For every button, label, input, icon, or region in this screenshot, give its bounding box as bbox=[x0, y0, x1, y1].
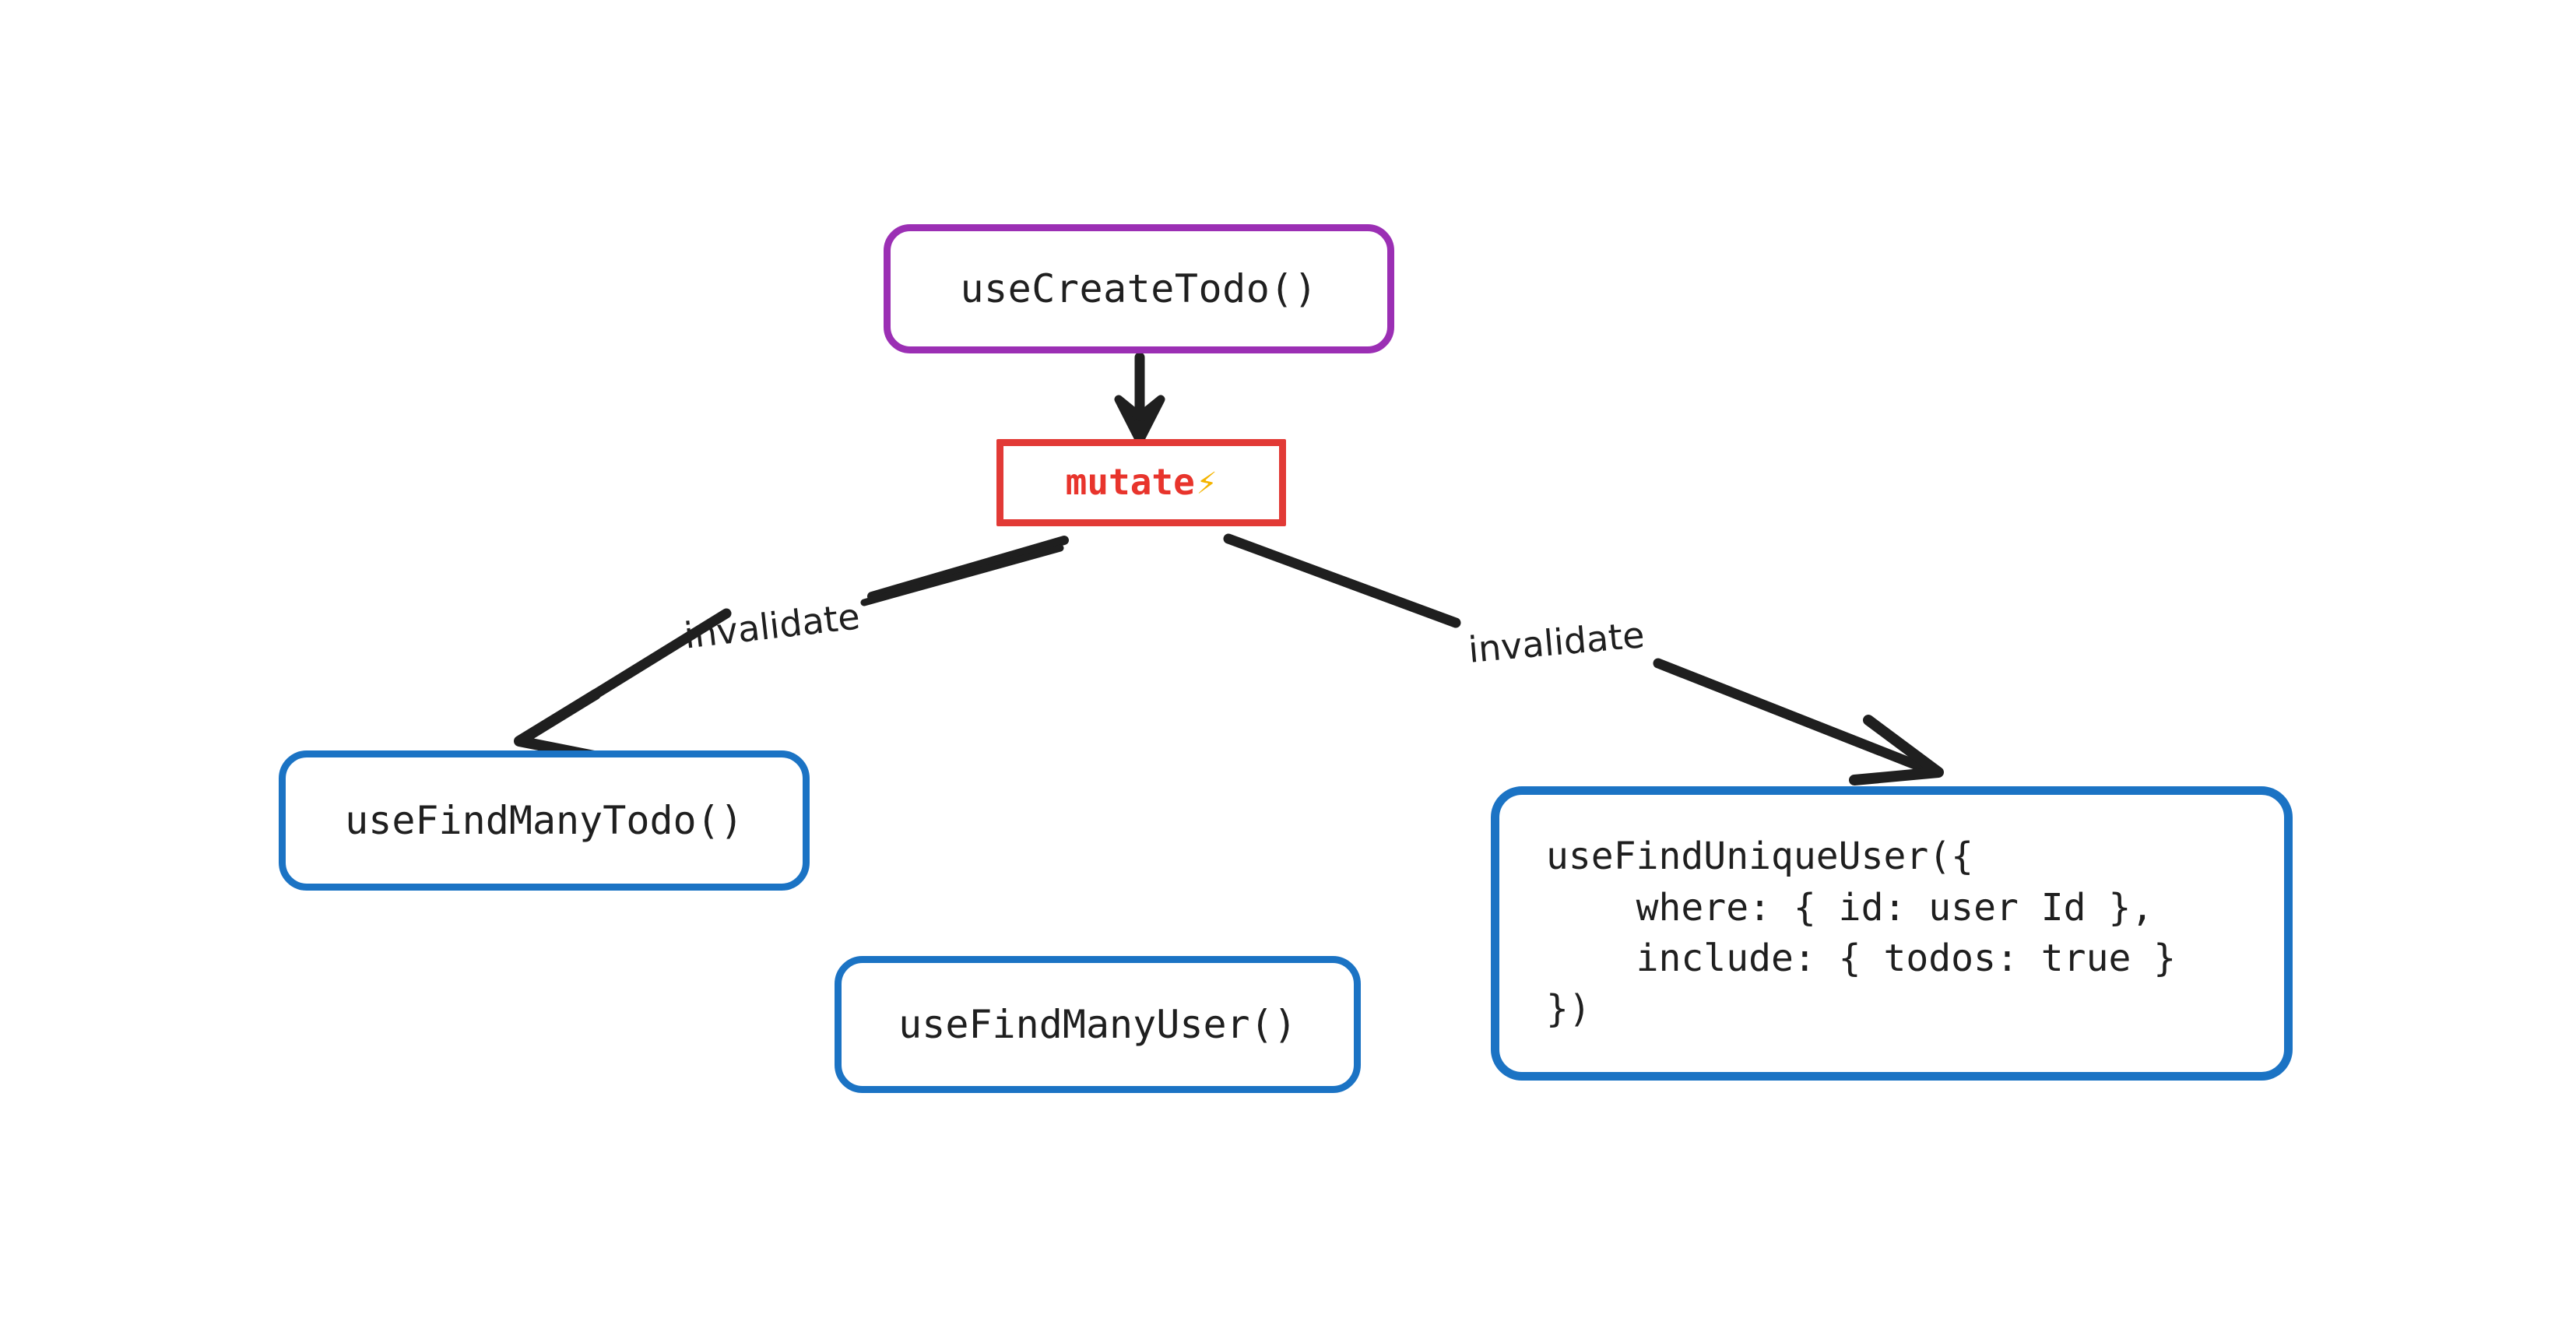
node-use-find-many-user-label: useFindManyUser() bbox=[898, 1001, 1297, 1047]
node-mutate-label: mutate bbox=[1065, 461, 1195, 504]
node-use-find-unique-user-label: useFindUniqueUser({ where: { id: user Id… bbox=[1546, 835, 2177, 1032]
edge-label-invalidate-left: invalidate bbox=[682, 595, 863, 657]
node-use-find-many-todo-label: useFindManyTodo() bbox=[345, 797, 743, 843]
node-use-create-todo-label: useCreateTodo() bbox=[960, 265, 1318, 311]
node-use-find-unique-user[interactable]: useFindUniqueUser({ where: { id: user Id… bbox=[1491, 786, 2293, 1081]
node-mutate-label-group: mutate ⚡ bbox=[1066, 459, 1218, 506]
edge-label-invalidate-right: invalidate bbox=[1467, 613, 1646, 671]
node-use-find-many-user[interactable]: useFindManyUser() bbox=[835, 956, 1361, 1093]
node-use-find-many-todo[interactable]: useFindManyTodo() bbox=[279, 750, 810, 891]
edge-create-to-mutate bbox=[1114, 352, 1165, 445]
node-use-create-todo[interactable]: useCreateTodo() bbox=[884, 224, 1394, 353]
node-mutate[interactable]: mutate ⚡ bbox=[996, 439, 1286, 526]
lightning-bolt-icon: ⚡ bbox=[1196, 462, 1218, 502]
